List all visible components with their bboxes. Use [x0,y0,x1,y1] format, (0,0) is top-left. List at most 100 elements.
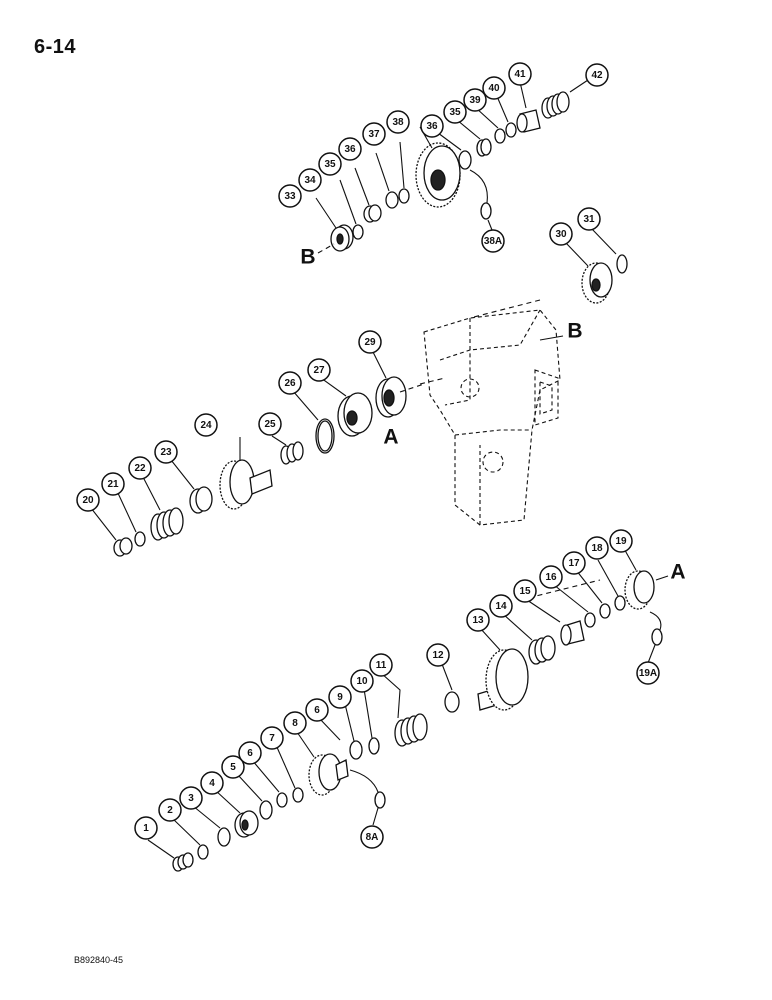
callout-circle-26 [278,371,302,395]
callout-label-1: 1 [143,823,149,834]
callout-circle-37 [362,122,386,146]
callout-circle-3 [179,786,203,810]
callout-label-6: 6 [247,748,253,759]
callout-label-5: 5 [230,762,236,773]
callout-label-8a: 8A [366,832,379,843]
upper-gear-assembly [317,91,570,254]
callout-circle-9 [328,685,352,709]
callout-circle-24 [194,413,218,437]
callout-label-37: 37 [368,129,380,140]
callout-label-16: 16 [545,572,557,583]
callout-label-41: 41 [514,69,526,80]
callout-circle-16 [539,565,563,589]
callout-circle-31 [577,207,601,231]
callout-circle-6 [305,698,329,722]
gear-30-31 [581,254,628,304]
callout-circle-8a [360,825,384,849]
middle-shaft-assembly [113,376,425,557]
callout-circle-38a [481,229,505,253]
callout-circle-2 [158,798,182,822]
callout-label-8: 8 [292,718,298,729]
reference-letter-a-lower: A [670,561,685,584]
callout-label-31: 31 [583,214,595,225]
callout-circle-7 [260,726,284,750]
callout-group: 123456788A691011121314151617181919A20212… [76,62,660,849]
callout-label-2: 2 [167,805,173,816]
transmission-case-outline [423,309,561,526]
lower-shaft-assembly [172,570,663,872]
callout-label-10: 10 [356,676,368,687]
callout-label-42: 42 [591,70,603,81]
callout-circle-39 [463,88,487,112]
callout-circle-35 [443,100,467,124]
callout-label-23: 23 [160,447,172,458]
callout-label-7: 7 [269,733,275,744]
callout-circle-17 [562,551,586,575]
callout-circle-19 [609,529,633,553]
callout-label-22: 22 [134,463,146,474]
callout-circle-1 [134,816,158,840]
callout-circle-15 [513,579,537,603]
callout-circle-20 [76,488,100,512]
callout-circle-12 [426,643,450,667]
callout-circle-42 [585,63,609,87]
callout-label-18: 18 [591,543,603,554]
callout-label-20: 20 [82,495,94,506]
callout-label-30: 30 [555,229,567,240]
callout-circle-22 [128,456,152,480]
reference-letter-a-case: A [383,426,398,449]
callout-circle-6 [238,741,262,765]
callout-label-3: 3 [188,793,194,804]
callout-label-39: 39 [469,95,481,106]
callout-label-36: 36 [344,144,356,155]
callout-label-38: 38 [392,117,404,128]
callout-circle-29 [358,330,382,354]
callout-label-15: 15 [519,586,531,597]
callout-label-12: 12 [432,650,444,661]
callout-circle-5 [221,755,245,779]
callout-label-4: 4 [209,778,215,789]
callout-label-9: 9 [337,692,343,703]
callout-circle-13 [466,608,490,632]
callout-circle-23 [154,440,178,464]
callout-label-11: 11 [376,660,387,671]
callout-label-25: 25 [264,419,276,430]
callout-circle-33 [278,184,302,208]
callout-circle-41 [508,62,532,86]
callout-label-36: 36 [426,121,438,132]
callout-label-19: 19 [615,536,627,547]
callout-circle-10 [350,669,374,693]
callout-label-38a: 38A [484,236,502,247]
callout-circle-38 [386,110,410,134]
callout-label-35: 35 [324,159,336,170]
callout-circle-36 [420,114,444,138]
callout-circle-35 [318,152,342,176]
callout-label-34: 34 [304,175,316,186]
callout-label-29: 29 [364,337,376,348]
callout-circle-8 [283,711,307,735]
callout-circle-21 [101,472,125,496]
callout-label-13: 13 [472,615,484,626]
callout-circle-36 [338,137,362,161]
callout-circle-30 [549,222,573,246]
callout-label-21: 21 [107,479,119,490]
reference-letter-b-case: B [567,320,582,343]
callout-circle-25 [258,412,282,436]
callout-label-19a: 19A [639,668,657,679]
figure-reference-code: B892840-45 [74,955,124,965]
callout-label-35: 35 [449,107,461,118]
callout-circle-40 [482,76,506,100]
callout-circle-27 [307,358,331,382]
callout-label-40: 40 [488,83,500,94]
reference-letter-b-top: B [300,246,315,269]
leader-lines [90,77,669,859]
callout-label-6: 6 [314,705,320,716]
page-title: 6-14 [34,36,77,58]
callout-label-14: 14 [495,601,507,612]
callout-label-17: 17 [568,558,580,569]
callout-circle-11 [369,653,393,677]
callout-circle-19a [636,661,660,685]
callout-label-33: 33 [284,191,296,202]
callout-circle-18 [585,536,609,560]
